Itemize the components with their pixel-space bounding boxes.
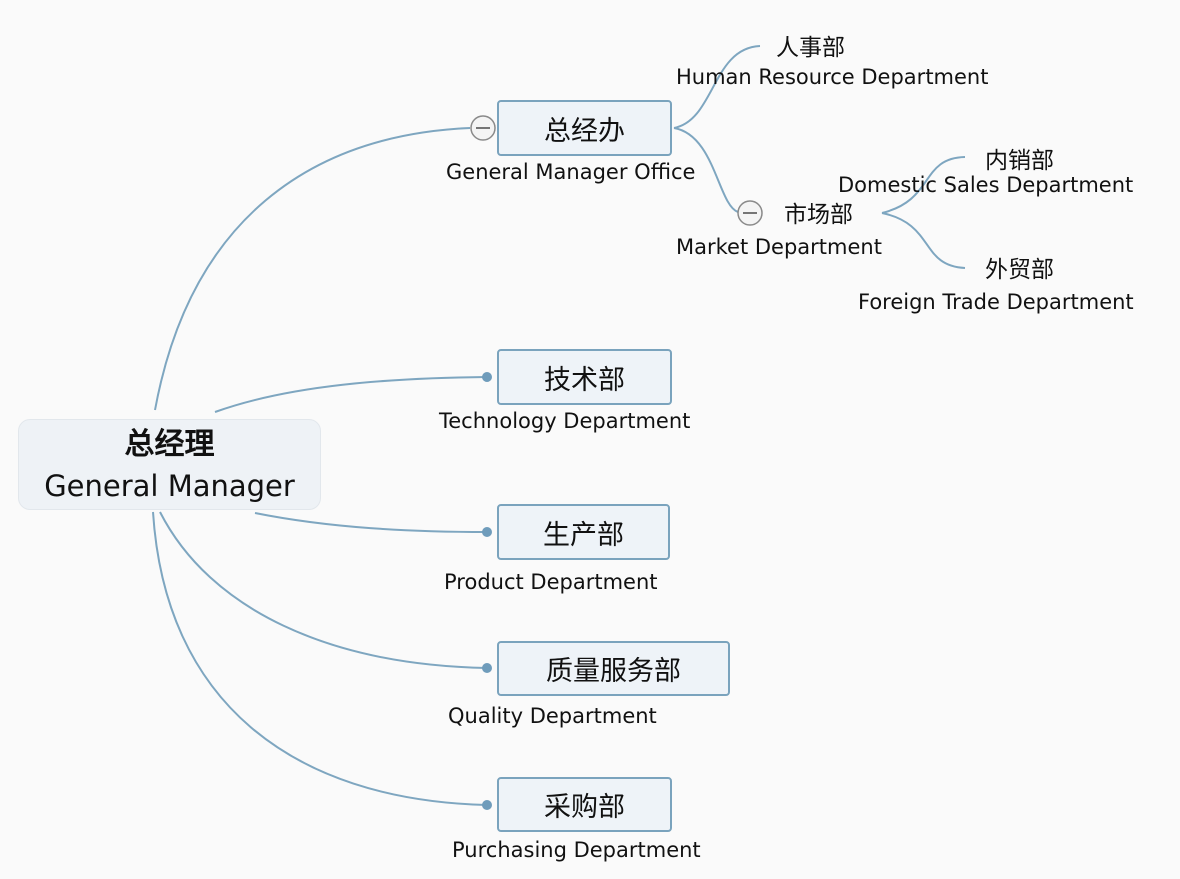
gm-office-collapse-icon[interactable] bbox=[470, 115, 496, 141]
node-domestic-sales-label-en: Domestic Sales Department bbox=[838, 173, 1134, 197]
node-domestic-sales-label-zh[interactable]: 内销部 bbox=[985, 148, 1054, 174]
node-product-label-en: Product Department bbox=[444, 570, 658, 594]
node-purchasing-label-zh: 采购部 bbox=[544, 792, 625, 823]
connector-root-gm-office bbox=[154, 127, 471, 411]
node-technology-label-zh: 技术部 bbox=[544, 364, 625, 396]
connector-root-quality bbox=[159, 511, 488, 669]
connector-gm-office-hr bbox=[673, 45, 761, 129]
connector-root-technology bbox=[214, 376, 488, 413]
root-node-general-manager[interactable]: 总经理 General Manager bbox=[18, 419, 321, 510]
node-product-label-zh: 生产部 bbox=[543, 519, 624, 551]
node-purchasing[interactable]: 采购部 bbox=[497, 777, 672, 832]
node-quality-label-en: Quality Department bbox=[448, 704, 657, 728]
node-gm-office[interactable]: 总经办 bbox=[497, 100, 672, 156]
connector-root-product bbox=[254, 512, 488, 533]
node-gm-office-label-en: General Manager Office bbox=[446, 160, 696, 184]
node-technology[interactable]: 技术部 bbox=[497, 349, 672, 405]
node-market-label-en: Market Department bbox=[676, 235, 882, 259]
node-technology-label-en: Technology Department bbox=[439, 409, 691, 433]
connector-market-domestic bbox=[881, 156, 966, 214]
purchasing-connector-dot bbox=[482, 800, 492, 810]
node-gm-office-label-zh: 总经办 bbox=[544, 115, 625, 147]
root-title-zh: 总经理 bbox=[124, 426, 215, 462]
connector-root-purchasing bbox=[152, 511, 488, 806]
node-purchasing-label-en: Purchasing Department bbox=[452, 838, 701, 862]
node-quality-label-zh: 质量服务部 bbox=[546, 656, 681, 687]
node-market-label-zh[interactable]: 市场部 bbox=[784, 202, 853, 228]
root-title-en: General Manager bbox=[44, 468, 295, 503]
node-foreign-trade-label-en: Foreign Trade Department bbox=[858, 290, 1134, 314]
product-connector-dot bbox=[482, 527, 492, 537]
node-hr-label-zh[interactable]: 人事部 bbox=[776, 35, 845, 61]
node-quality[interactable]: 质量服务部 bbox=[497, 641, 730, 696]
node-foreign-trade-label-zh[interactable]: 外贸部 bbox=[985, 257, 1054, 283]
node-product[interactable]: 生产部 bbox=[497, 504, 670, 560]
connector-market-foreign bbox=[881, 212, 966, 269]
node-hr-label-en: Human Resource Department bbox=[676, 65, 989, 89]
connector-gm-office-market bbox=[673, 127, 739, 213]
technology-connector-dot bbox=[482, 372, 492, 382]
quality-connector-dot bbox=[482, 663, 492, 673]
market-collapse-icon[interactable] bbox=[737, 200, 763, 226]
